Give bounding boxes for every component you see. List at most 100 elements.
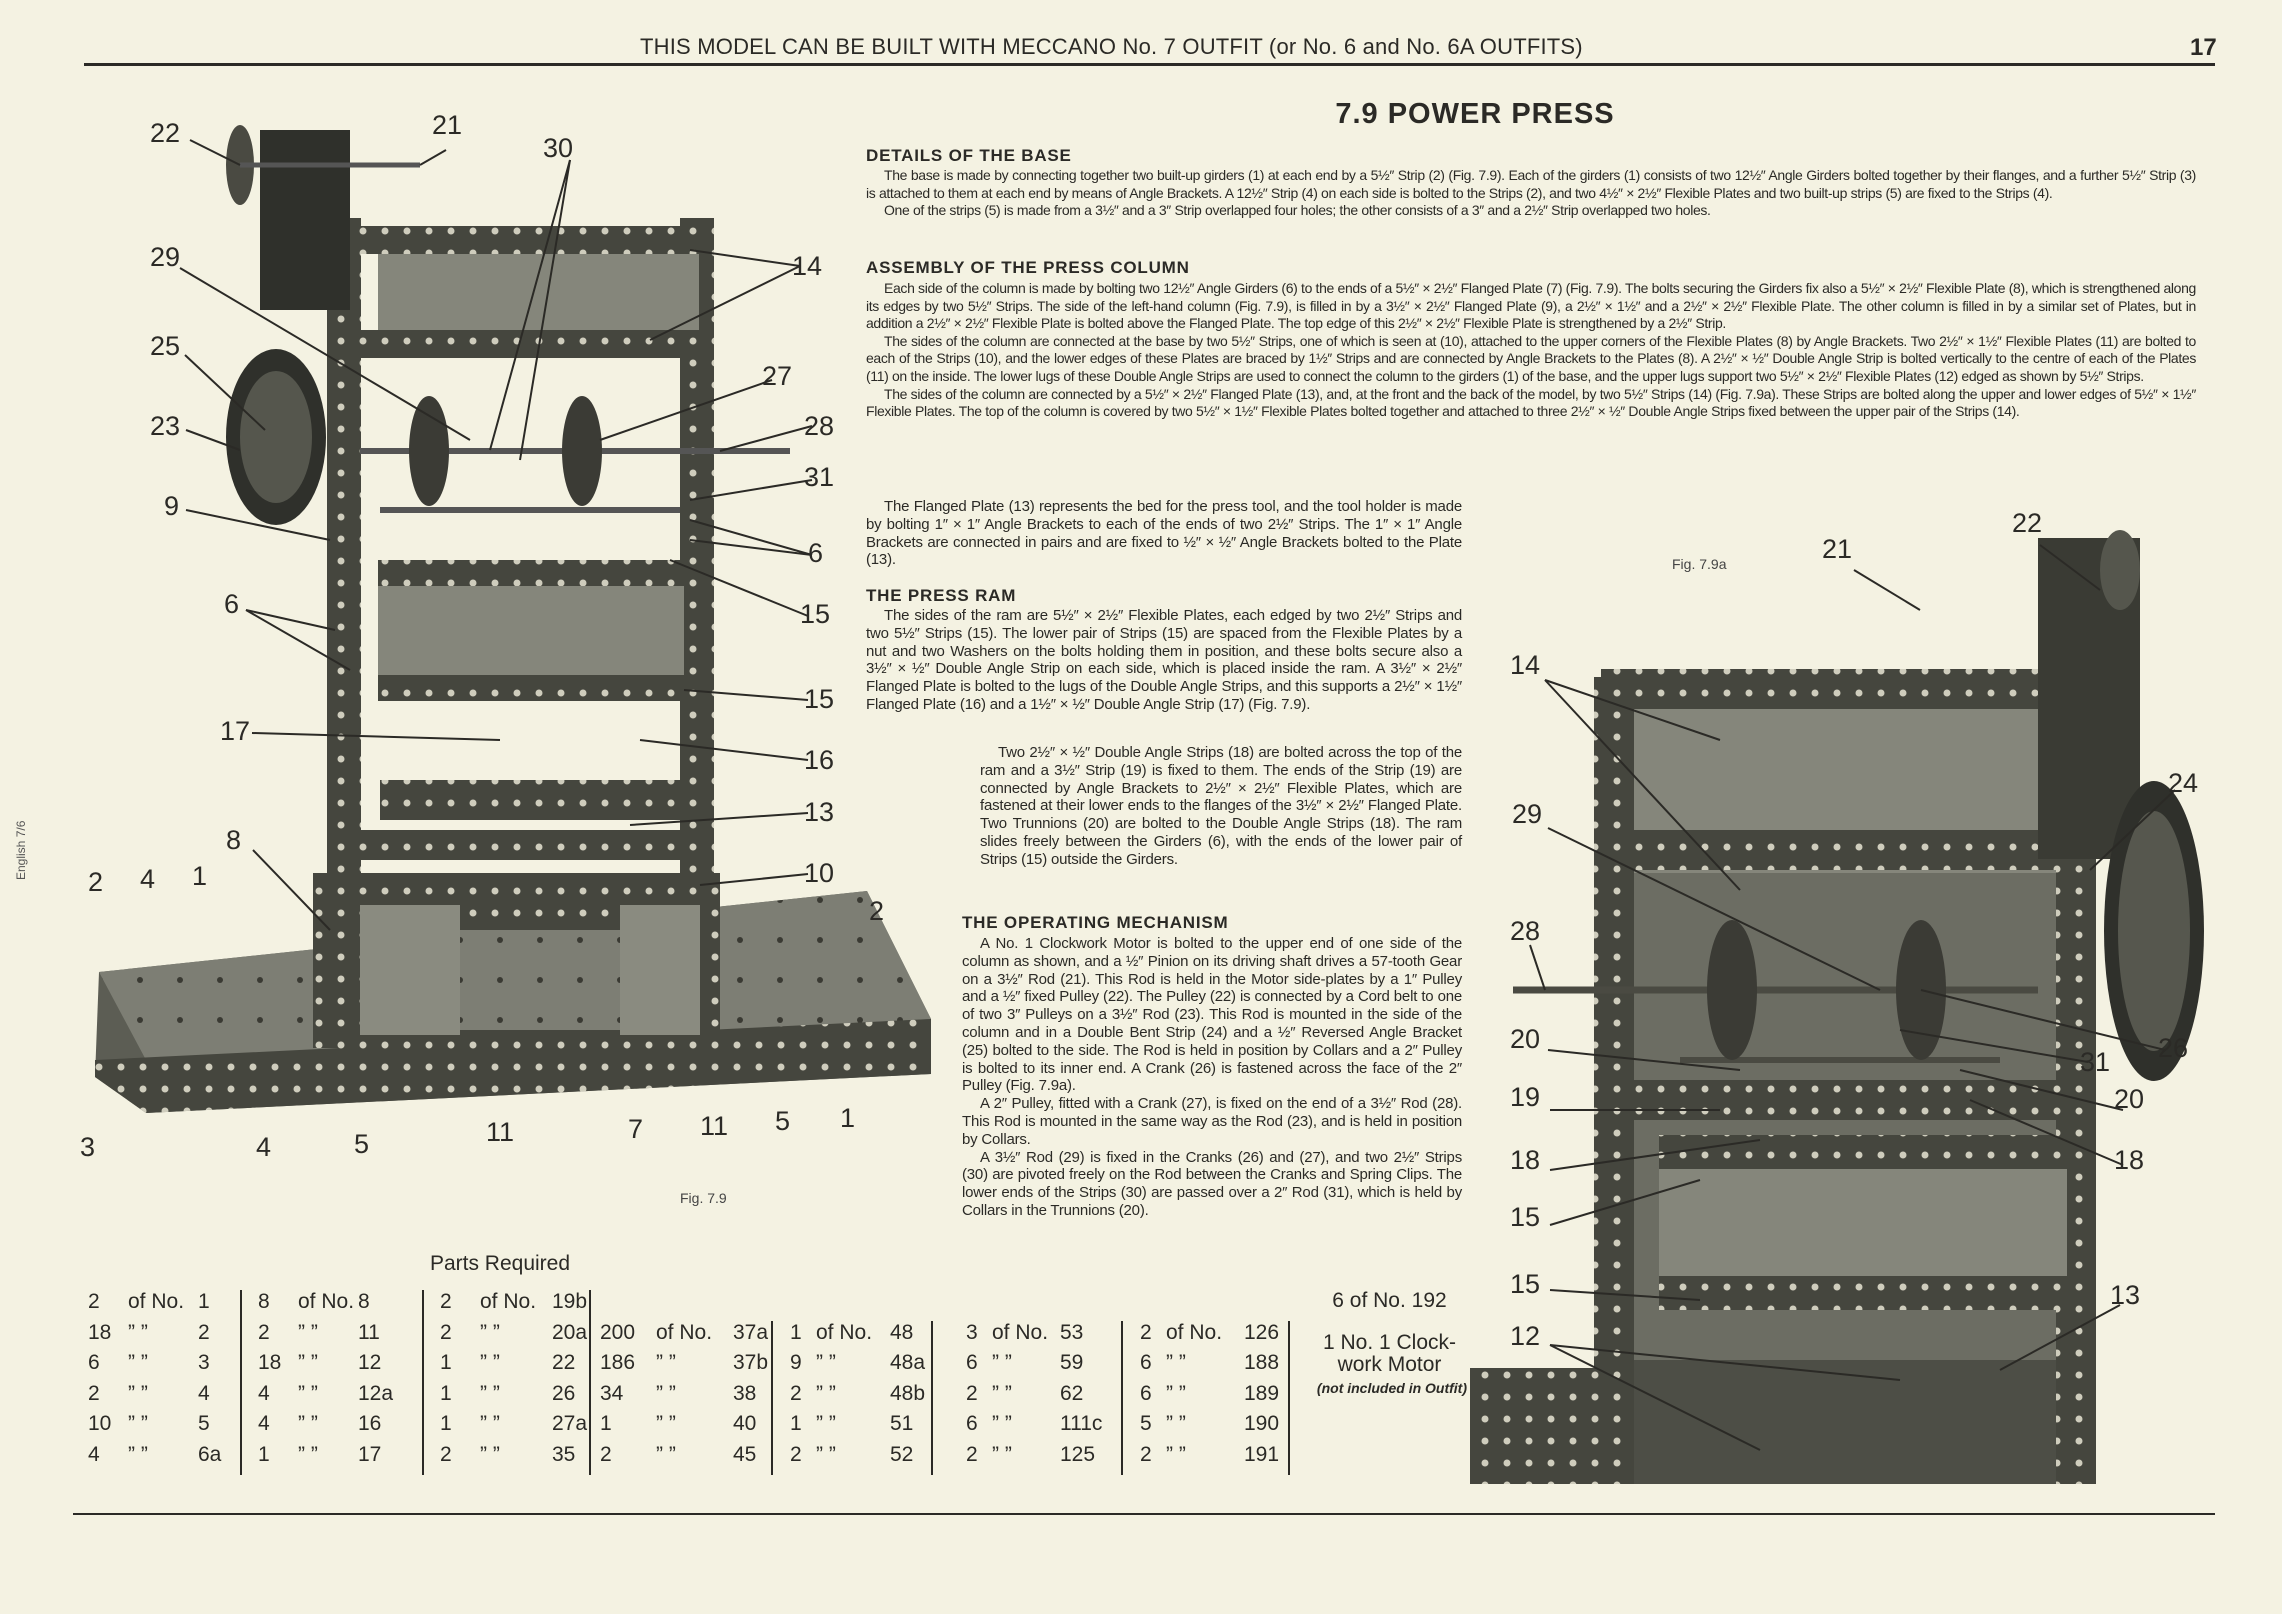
part-of-no: ” ” (128, 1351, 148, 1374)
part-number: 16 (358, 1412, 382, 1435)
part-entry: 6” ”188 (1140, 1351, 1290, 1382)
part-entry: 2” ”11 (258, 1321, 408, 1352)
part-of-no: of No. (656, 1320, 713, 1344)
paragraph: A No. 1 Clockwork Motor is bolted to the… (962, 935, 1462, 1095)
part-of-no: ” ” (480, 1412, 500, 1435)
part-entry: 1” ”26 (440, 1382, 590, 1413)
part-of-no: ” ” (816, 1351, 836, 1374)
part-of-no: ” ” (298, 1412, 318, 1435)
part-entry: 2” ”52 (790, 1443, 940, 1474)
callout-label: 6 (808, 538, 824, 568)
callout-label: 15 (804, 684, 835, 714)
callout-label: 24 (2168, 768, 2199, 798)
part-entry: 1” ”17 (258, 1443, 408, 1474)
part-number: 191 (1244, 1442, 1280, 1466)
heading-press-ram: THE PRESS RAM (866, 586, 1017, 605)
part-quantity: 18 (258, 1351, 282, 1374)
part-number: 26 (552, 1381, 576, 1405)
part-quantity: 5 (1140, 1412, 1152, 1435)
callout-label: 18 (1510, 1145, 1541, 1175)
part-of-no: of No. (816, 1320, 873, 1344)
part-of-no: ” ” (480, 1320, 500, 1344)
callout-label: 5 (354, 1129, 370, 1159)
column-divider (240, 1290, 242, 1475)
section-base-body: The base is made by connecting together … (866, 167, 2196, 220)
part-quantity: 2 (790, 1381, 802, 1405)
part-number: 8 (358, 1290, 370, 1313)
part-entry: 2” ”48b (790, 1382, 940, 1413)
part-entry: 6” ”111c (966, 1412, 1116, 1443)
callout-label: 13 (804, 797, 835, 827)
part-entry: 186 ” ” 37b (600, 1351, 768, 1382)
part-of-no: ” ” (298, 1442, 318, 1466)
figure-caption: Fig. 7.9a (1672, 556, 1727, 572)
part-number: 6a (198, 1442, 222, 1466)
part-entry: 18” ”12 (258, 1351, 408, 1382)
part-number: 12a (358, 1381, 394, 1405)
callout-label: 10 (804, 858, 835, 888)
part-number: 5 (198, 1412, 210, 1435)
callout-label: 5 (775, 1106, 791, 1136)
part-quantity: 186 (600, 1351, 636, 1374)
callout-label: 15 (1510, 1269, 1541, 1299)
part-of-no: ” ” (1166, 1381, 1186, 1405)
part-number: 189 (1244, 1381, 1280, 1405)
part-quantity: 1 (600, 1412, 612, 1435)
part-of-no: ” ” (128, 1442, 148, 1466)
part-entry: 4” ”6a (88, 1443, 238, 1474)
callout-label: 25 (150, 331, 181, 361)
part-of-no: ” ” (656, 1412, 676, 1435)
parts-required-title: Parts Required (429, 1252, 571, 1275)
part-number: 37b (733, 1351, 769, 1374)
part-quantity: 34 (600, 1381, 624, 1405)
paragraph: The base is made by connecting together … (866, 167, 2196, 201)
section-ram-body-indented: Two 2½″ × ½″ Double Angle Strips (18) ar… (980, 744, 1462, 869)
heading-details-of-base: DETAILS OF THE BASE (866, 146, 1072, 165)
part-of-no: ” ” (992, 1442, 1012, 1466)
paragraph: A 2″ Pulley, fitted with a Crank (27), i… (962, 1095, 1462, 1148)
part-entry: 10” ”5 (88, 1412, 238, 1443)
column-divider (771, 1320, 773, 1475)
heading-press-column: ASSEMBLY OF THE PRESS COLUMN (866, 258, 1190, 277)
callout-label: 15 (1510, 1202, 1541, 1232)
callout-label: 27 (762, 361, 793, 391)
part-number: 35 (552, 1442, 576, 1466)
column-divider (1288, 1320, 1290, 1475)
part-quantity: 2 (1140, 1320, 1152, 1344)
callout-label: 29 (150, 242, 181, 272)
callout-label: 11 (700, 1111, 729, 1141)
part-of-no: ” ” (128, 1320, 148, 1344)
part-entry: 2” ”45 (600, 1443, 756, 1474)
callout-label: 3 (80, 1132, 96, 1162)
part-entry: 1” ”22 (440, 1351, 590, 1382)
part-of-no: ” ” (816, 1412, 836, 1435)
part-quantity: 10 (88, 1412, 112, 1435)
figure-caption: Fig. 7.9 (680, 1190, 727, 1206)
part-of-no: of No. (1166, 1320, 1223, 1344)
section-ram-body: The sides of the ram are 5½″ × 2½″ Flexi… (866, 607, 1462, 714)
part-of-no: ” ” (298, 1320, 318, 1344)
part-of-no: ” ” (480, 1381, 500, 1405)
part-number: 27a (552, 1412, 588, 1435)
callout-label: 26 (2158, 1033, 2189, 1063)
part-entry: 9” ”48a (790, 1351, 940, 1382)
part-quantity: 1 (790, 1412, 802, 1435)
part-of-no: ” ” (298, 1381, 318, 1405)
part-entry: 1” ”27a (440, 1412, 590, 1443)
part-number: 11 (358, 1320, 380, 1344)
callout-label: 4 (140, 864, 156, 894)
part-of-no: ” ” (656, 1351, 676, 1374)
part-entry: 5” ”190 (1140, 1412, 1290, 1443)
part-number: 53 (1060, 1320, 1084, 1344)
part-quantity: 6 (88, 1351, 100, 1374)
part-number: 37a (733, 1320, 769, 1344)
part-number: 22 (552, 1351, 576, 1374)
part-of-no: ” ” (992, 1412, 1012, 1435)
callout-label: 15 (800, 599, 831, 629)
callout-label: 1 (192, 861, 208, 891)
callout-label: 20 (2114, 1084, 2145, 1114)
